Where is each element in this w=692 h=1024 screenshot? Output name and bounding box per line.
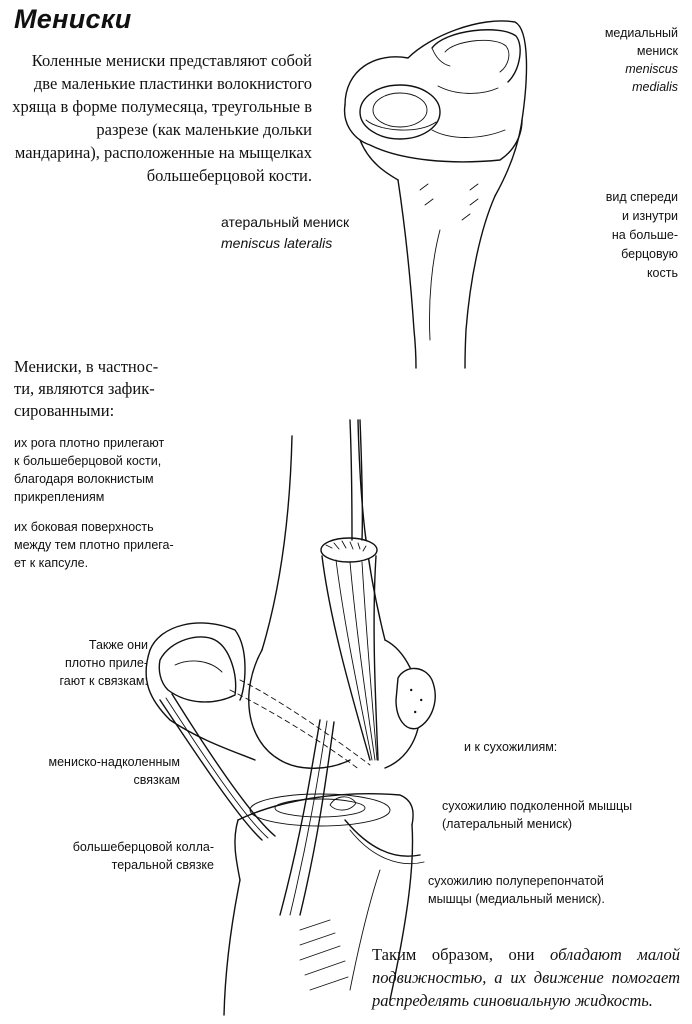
also-line1: Также они: [88, 638, 148, 652]
conclusion-part2: обладают малой подвижностью, а их движен…: [372, 945, 680, 1010]
fixation-heading-line2: ти, являются зафик-: [14, 379, 155, 398]
capsule-line1: их боковая поверхность: [14, 520, 154, 534]
semi-line1: сухожилию полуперепончатой: [428, 874, 604, 888]
lateral-lat: meniscus lateralis: [221, 235, 333, 251]
lateral-meniscus-label: атеральный мениск meniscus lateralis: [221, 212, 349, 254]
view-line4: берцовую: [621, 247, 678, 261]
tibia-top-view-drawing: [343, 20, 528, 369]
medial-ru-line2: мениск: [636, 44, 678, 58]
page-title: Мениски: [14, 4, 132, 34]
fixation-heading-line3: сированными:: [14, 401, 115, 420]
menisco-line1: мениско-надколенным: [48, 755, 180, 769]
also-line2: плотно прилe-: [64, 656, 148, 670]
fixation-point-capsule: их боковая поверхность между тем плотно …: [14, 518, 174, 572]
medial-meniscus-label: медиальный мениск meniscus medialis: [538, 24, 678, 96]
fixation-heading-line1: Мениски, в частнос-: [14, 357, 159, 376]
pop-line1: сухожилию подколенной мышцы: [442, 799, 633, 813]
conclusion-part1: Таким образом, они: [372, 945, 551, 964]
knee-joint-drawing: [145, 419, 436, 1016]
horns-line3: благодаря волокнистым: [14, 472, 154, 486]
pop-line2: (латеральный мениск): [442, 817, 573, 831]
fixation-point-horns: их рога плотно прилегают к большеберцово…: [14, 434, 164, 506]
collateral-ligament-label: большеберцовой колла- теральной связке: [14, 838, 214, 874]
view-line3: на большe-: [611, 228, 678, 242]
menisco-patellar-label: мениско-надколенным связкам: [14, 753, 180, 789]
popliteus-tendon-label: сухожилию подколенной мышцы (латеральный…: [442, 797, 632, 833]
horns-line2: к большеберцовой кости,: [14, 454, 162, 468]
view-line1: вид спереди: [605, 190, 678, 204]
lateral-ru: атеральный мениск: [221, 214, 350, 230]
menisco-line2: связкам: [133, 773, 180, 787]
view-line5: кость: [646, 266, 678, 280]
semimembranosus-tendon-label: сухожилию полуперепончатой мышцы (медиал…: [428, 872, 605, 908]
capsule-line2: между тем плотно прилега-: [14, 538, 174, 552]
horns-line4: прикреплениям: [14, 490, 105, 504]
intro-paragraph: Коленные мениски представляют собой две …: [12, 51, 312, 185]
capsule-line3: ет к капсуле.: [14, 556, 89, 570]
view-line2: и изнутри: [622, 209, 678, 223]
collat-line2: теральной связке: [111, 858, 214, 872]
horns-line1: их рога плотно прилегают: [14, 436, 165, 450]
medial-lat-line2: medialis: [632, 80, 678, 94]
medial-ru-line1: медиальный: [604, 26, 678, 40]
ligaments-heading: Также они плотно прилe- гают к связкам:: [14, 636, 149, 690]
medial-lat-line1: meniscus: [625, 62, 678, 76]
tendons-heading: и к сухожилиям:: [464, 740, 558, 754]
also-line3: гают к связкам:: [59, 674, 149, 688]
fixation-heading: Мениски, в частнос- ти, являются зафик- …: [14, 356, 158, 422]
conclusion-paragraph: Таким образом, они обладают малой подвиж…: [372, 943, 680, 1012]
collat-line1: большеберцовой колла-: [72, 840, 214, 854]
view-caption: вид спереди и изнутри на большe- берцову…: [548, 188, 678, 283]
semi-line2: мышцы (медиальный мениск).: [428, 892, 605, 906]
